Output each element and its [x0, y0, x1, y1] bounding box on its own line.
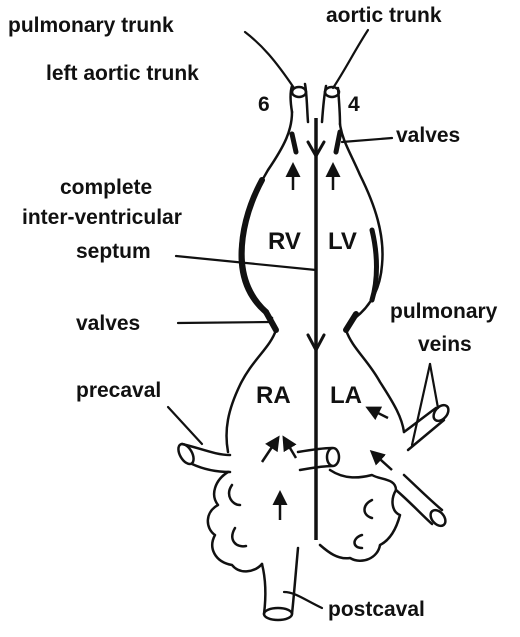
leader-precaval [168, 407, 202, 444]
label-pulmonary-trunk: pulmonary trunk [8, 14, 174, 37]
label-valves-mid: valves [76, 312, 140, 335]
leader-septum [176, 256, 316, 270]
label-valves-top: valves [396, 124, 460, 147]
leader-postcaval [284, 592, 322, 608]
ventricle-left-wall-thick [242, 180, 266, 312]
label-precaval: precaval [76, 379, 161, 402]
label-arch-6: 6 [258, 93, 270, 116]
pulmonary-veins-vessel [396, 402, 451, 529]
chamber-label-lv: LV [328, 228, 357, 255]
label-septum-line2: inter-ventricular [22, 206, 182, 229]
chamber-label-rv: RV [268, 228, 301, 255]
leader-pulmonary-trunk [245, 32, 294, 88]
leader-pulmonary-veins-b [430, 364, 438, 408]
sinus-venosus-outline [208, 470, 400, 571]
pulmonary-trunk-vessel [291, 84, 309, 122]
label-pulmonary-veins-line1: pulmonary [390, 300, 498, 323]
leader-aortic-trunk [333, 30, 368, 88]
precaval-vessel [175, 441, 230, 472]
flow-arrow-la-2 [372, 452, 392, 470]
valve-top-left [292, 134, 296, 152]
label-pulmonary-veins-line2: veins [418, 333, 472, 356]
label-arch-4: 4 [348, 93, 360, 116]
leader-valves-top [342, 138, 392, 142]
flow-arrow-ra-1 [262, 438, 278, 462]
label-postcaval: postcaval [328, 598, 425, 621]
label-left-aortic-trunk: left aortic trunk [46, 62, 199, 85]
precaval-right-vessel [298, 448, 339, 470]
leader-valves-mid [178, 322, 270, 323]
flow-arrow-la-1 [368, 408, 388, 418]
flow-arrow-ra-2 [284, 438, 296, 458]
aortic-trunk-vessel [322, 86, 340, 124]
postcaval-vessel [262, 548, 298, 620]
ventricle-right-wall-thick [372, 230, 377, 300]
chamber-label-la: LA [330, 382, 362, 409]
av-valve-right [346, 314, 356, 330]
chamber-label-ra: RA [256, 382, 291, 409]
ventricles-outline [240, 112, 383, 318]
label-septum-line1: complete [60, 176, 152, 199]
label-septum-line3: septum [76, 240, 151, 263]
label-aortic-trunk: aortic trunk [326, 4, 442, 27]
valve-top-right [336, 132, 340, 152]
